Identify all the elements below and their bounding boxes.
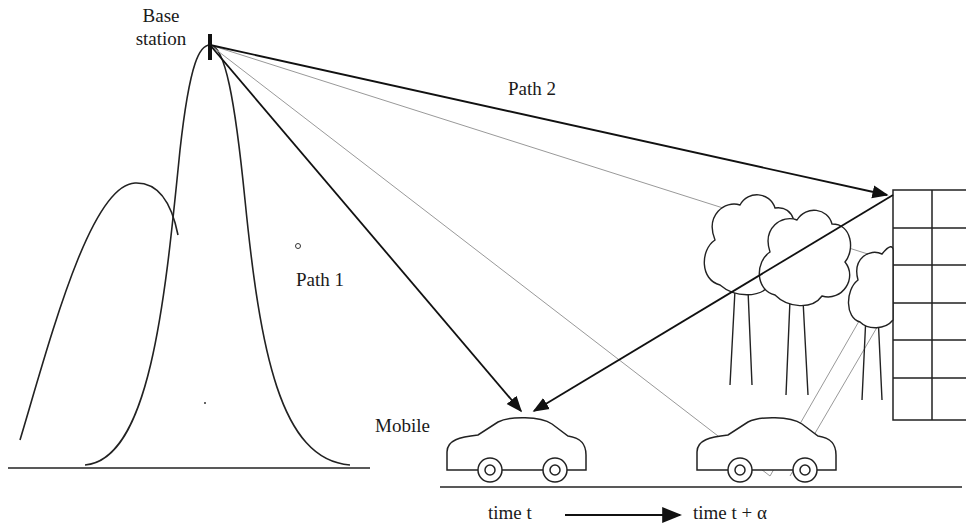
signal-paths	[210, 45, 893, 411]
path-arrow	[534, 195, 893, 411]
path-arrow	[210, 45, 521, 411]
thin-paths	[210, 45, 893, 476]
time-arrow	[565, 514, 680, 516]
wheel	[793, 458, 817, 482]
time-label: time t + α	[693, 501, 767, 524]
base-station-label: Base station	[124, 4, 198, 50]
tree-trunk	[730, 290, 752, 385]
dot	[204, 402, 206, 404]
car-body	[447, 418, 586, 470]
mountain	[85, 45, 350, 465]
tree-crown	[759, 210, 850, 305]
building	[893, 190, 966, 420]
ground-line	[8, 467, 370, 469]
mobile-label: Mobile	[375, 414, 430, 437]
hill	[20, 183, 178, 440]
path-arrow	[210, 45, 887, 195]
wheel	[478, 458, 502, 482]
wheel	[543, 458, 567, 482]
hub	[735, 465, 745, 475]
car	[447, 418, 586, 482]
tree-crown	[848, 247, 893, 328]
trees	[704, 195, 893, 400]
ray	[210, 45, 770, 476]
hub	[485, 465, 495, 475]
car	[697, 418, 836, 482]
car-body	[697, 418, 836, 470]
hub	[800, 465, 810, 475]
dot	[296, 244, 301, 249]
terrain	[8, 45, 962, 487]
building-outline	[893, 190, 966, 420]
road-line	[440, 486, 962, 488]
time-label: time t	[488, 501, 532, 524]
path-label: Path 1	[296, 268, 344, 291]
tree-trunk	[786, 300, 808, 395]
path-label: Path 2	[508, 77, 556, 100]
wheel	[728, 458, 752, 482]
hub	[550, 465, 560, 475]
building-grid	[893, 190, 966, 420]
